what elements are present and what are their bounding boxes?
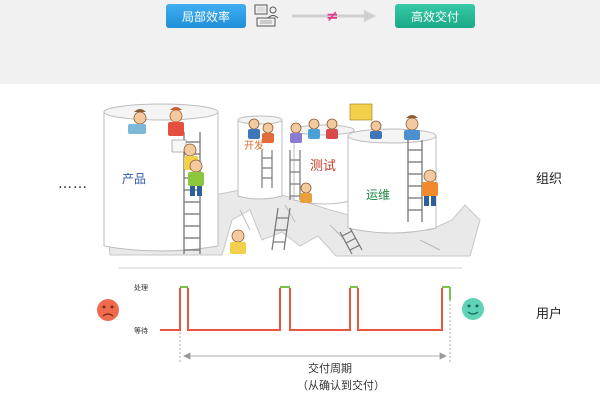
user-label: 用户 — [536, 307, 563, 322]
ladder-fallen — [339, 227, 363, 255]
person-product-climbing — [188, 159, 204, 196]
not-equal-arrow: ≠ — [292, 8, 376, 24]
not-equal-sign: ≠ — [326, 8, 339, 24]
ladder-dev — [261, 150, 273, 188]
person-ops-climbing — [422, 169, 438, 206]
ladder-test — [289, 150, 301, 200]
waiting-label: 等待 — [134, 327, 148, 335]
local-efficiency-pill: 局部效率 — [166, 4, 246, 28]
person-product-top-2 — [168, 107, 184, 136]
cycle-bracket — [179, 300, 451, 362]
person-ops-sign — [349, 103, 382, 139]
header-band — [0, 0, 600, 84]
ops-label: 运维 — [366, 188, 391, 202]
person-middle-climber — [300, 182, 312, 203]
delivery-cycle-label: 交付周期 — [308, 362, 352, 375]
efficient-delivery-pill: 高效交付 — [395, 4, 475, 28]
person-dev-1 — [248, 118, 260, 139]
dev-label: 开发 — [244, 141, 264, 152]
ellipsis-label: …… — [58, 176, 88, 192]
processing-label: 处理 — [134, 284, 148, 292]
organization-label: 组织 — [536, 172, 563, 187]
person-test-3 — [326, 118, 338, 139]
person-test-1 — [290, 122, 302, 143]
laptop-user-icon — [254, 4, 279, 27]
person-bottom — [230, 229, 246, 254]
wait-process-timeline — [160, 286, 451, 331]
ladder-ops — [407, 140, 423, 222]
product-label: 产品 — [122, 172, 147, 186]
person-product-top-1 — [128, 109, 147, 134]
person-ops-top — [404, 115, 420, 140]
delivery-cycle-subtitle: （从确认到交付） — [297, 379, 385, 392]
sad-face-icon — [97, 299, 119, 321]
person-test-2 — [308, 118, 320, 139]
ladder-middle — [271, 207, 291, 251]
ops-silo — [347, 135, 437, 234]
person-dev-2 — [262, 122, 274, 143]
test-label: 测试 — [310, 159, 337, 174]
happy-face-icon — [462, 298, 484, 320]
